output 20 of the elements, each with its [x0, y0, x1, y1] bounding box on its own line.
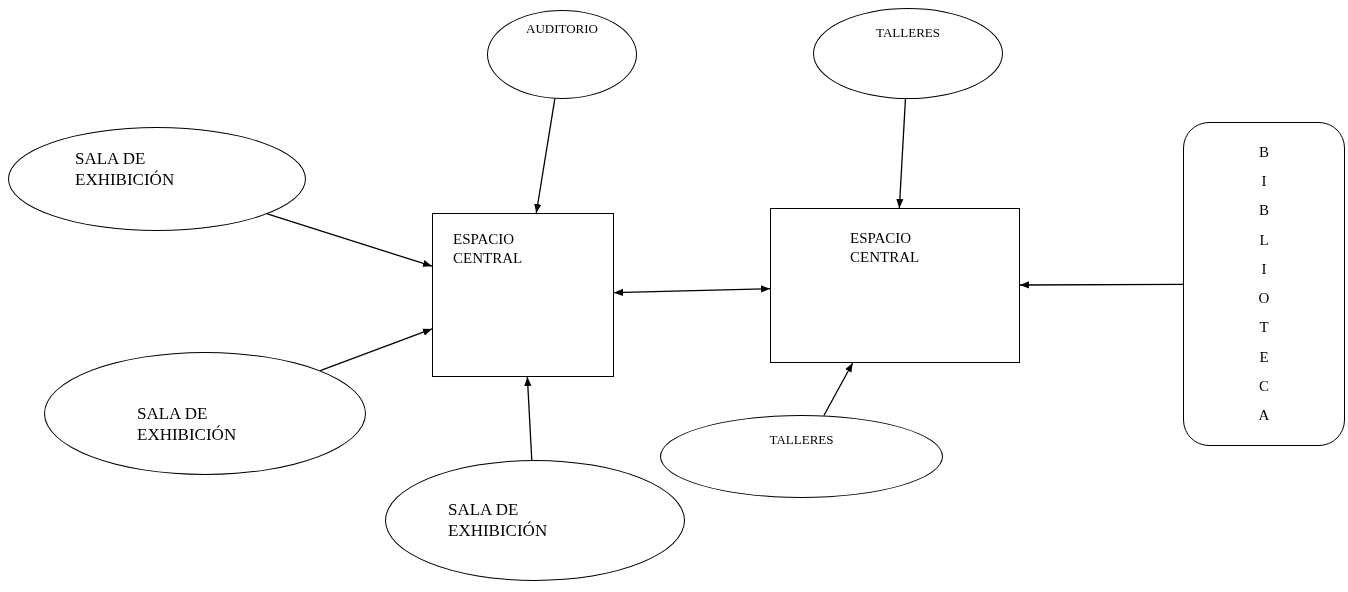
process-box [770, 208, 1020, 363]
arrow [1019, 281, 1184, 289]
arrow [319, 328, 433, 372]
process-box [432, 213, 614, 377]
arrow [823, 362, 854, 417]
arrow [534, 98, 556, 214]
node-label: TALLERES [769, 432, 834, 449]
arrow [896, 98, 907, 209]
arrow [266, 213, 433, 267]
arrow [613, 285, 771, 297]
node-label: TALLERES [876, 25, 940, 42]
rounded-box [1183, 122, 1345, 446]
node-label: ESPACIO CENTRAL [453, 230, 524, 268]
node-label: SALA DE EXHIBICIÓN [137, 403, 238, 446]
node-label: AUDITORIO [526, 21, 598, 38]
node-label: ESPACIO CENTRAL [850, 229, 921, 267]
arrow [524, 376, 533, 461]
node-label: BIBLIOTECA [1258, 142, 1270, 425]
node-label: SALA DE EXHIBICIÓN [448, 499, 549, 542]
node-label: SALA DE EXHIBICIÓN [75, 148, 176, 191]
